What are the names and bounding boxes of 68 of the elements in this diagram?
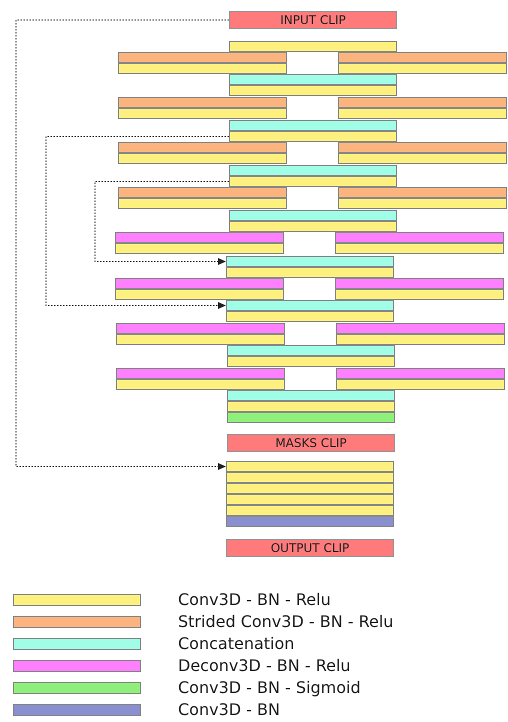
layer-bar bbox=[338, 63, 507, 74]
layer-bar bbox=[227, 390, 395, 401]
layer-bar bbox=[226, 516, 394, 527]
layer-bar bbox=[335, 289, 504, 300]
layer-bar bbox=[336, 323, 505, 334]
layer-bar bbox=[227, 401, 395, 412]
layer-bar bbox=[115, 243, 284, 254]
layer-bar bbox=[118, 97, 287, 108]
layer-bar bbox=[226, 256, 394, 267]
layer-bar bbox=[229, 221, 397, 232]
layer-bar bbox=[226, 311, 394, 322]
clip-box: OUTPUT CLIP bbox=[226, 539, 394, 557]
legend-label: Conv3D - BN - Relu bbox=[178, 590, 331, 610]
layer-bar bbox=[335, 232, 504, 243]
clip-box: MASKS CLIP bbox=[227, 434, 395, 452]
layer-bar bbox=[118, 187, 287, 198]
layer-bar bbox=[226, 472, 394, 483]
legend-label: Conv3D - BN - Sigmoid bbox=[178, 678, 361, 698]
layer-bar bbox=[227, 356, 395, 367]
layer-bar bbox=[226, 461, 394, 472]
clip-box: INPUT CLIP bbox=[229, 11, 397, 29]
layer-bar bbox=[226, 300, 394, 311]
layer-bar bbox=[229, 165, 397, 176]
legend-label: Strided Conv3D - BN - Relu bbox=[178, 612, 394, 632]
layer-bar bbox=[338, 52, 507, 63]
layer-bar bbox=[336, 334, 505, 345]
layer-bar bbox=[115, 232, 284, 243]
layer-bar bbox=[229, 74, 397, 85]
layer-bar bbox=[226, 494, 394, 505]
layer-bar bbox=[338, 108, 507, 119]
legend-label: Concatenation bbox=[178, 634, 294, 654]
layer-bar bbox=[227, 412, 395, 423]
layer-bar bbox=[226, 483, 394, 494]
layer-bar bbox=[335, 243, 504, 254]
skip-connection-arrow bbox=[16, 20, 230, 470]
layer-bar bbox=[118, 142, 287, 153]
layer-bar bbox=[115, 278, 284, 289]
layer-bar bbox=[118, 63, 287, 74]
layer-bar bbox=[229, 85, 397, 96]
skip-connection-arrow bbox=[94, 181, 230, 265]
layer-bar bbox=[116, 334, 285, 345]
layer-bar bbox=[335, 278, 504, 289]
layer-bar bbox=[229, 210, 397, 221]
layer-bar bbox=[338, 153, 507, 164]
layer-bar bbox=[338, 187, 507, 198]
layer-bar bbox=[116, 379, 285, 390]
layer-bar bbox=[118, 52, 287, 63]
layer-bar bbox=[336, 368, 505, 379]
layer-bar bbox=[118, 108, 287, 119]
layer-bar bbox=[226, 267, 394, 278]
layer-bar bbox=[115, 289, 284, 300]
layer-bar bbox=[338, 142, 507, 153]
layer-bar bbox=[229, 120, 397, 131]
layer-bar bbox=[226, 505, 394, 516]
layer-bar bbox=[229, 131, 397, 142]
layer-bar bbox=[229, 176, 397, 187]
legend-label: Deconv3D - BN - Relu bbox=[178, 656, 351, 676]
skip-connection-arrow bbox=[46, 136, 230, 309]
layer-bar bbox=[116, 368, 285, 379]
layer-bar bbox=[116, 323, 285, 334]
layer-bar bbox=[227, 345, 395, 356]
layer-bar bbox=[118, 153, 287, 164]
layer-bar bbox=[338, 198, 507, 209]
legend-label: Conv3D - BN bbox=[178, 700, 280, 720]
layer-bar bbox=[338, 97, 507, 108]
layer-bar bbox=[118, 198, 287, 209]
layer-bar bbox=[336, 379, 505, 390]
layer-bar bbox=[229, 41, 397, 52]
